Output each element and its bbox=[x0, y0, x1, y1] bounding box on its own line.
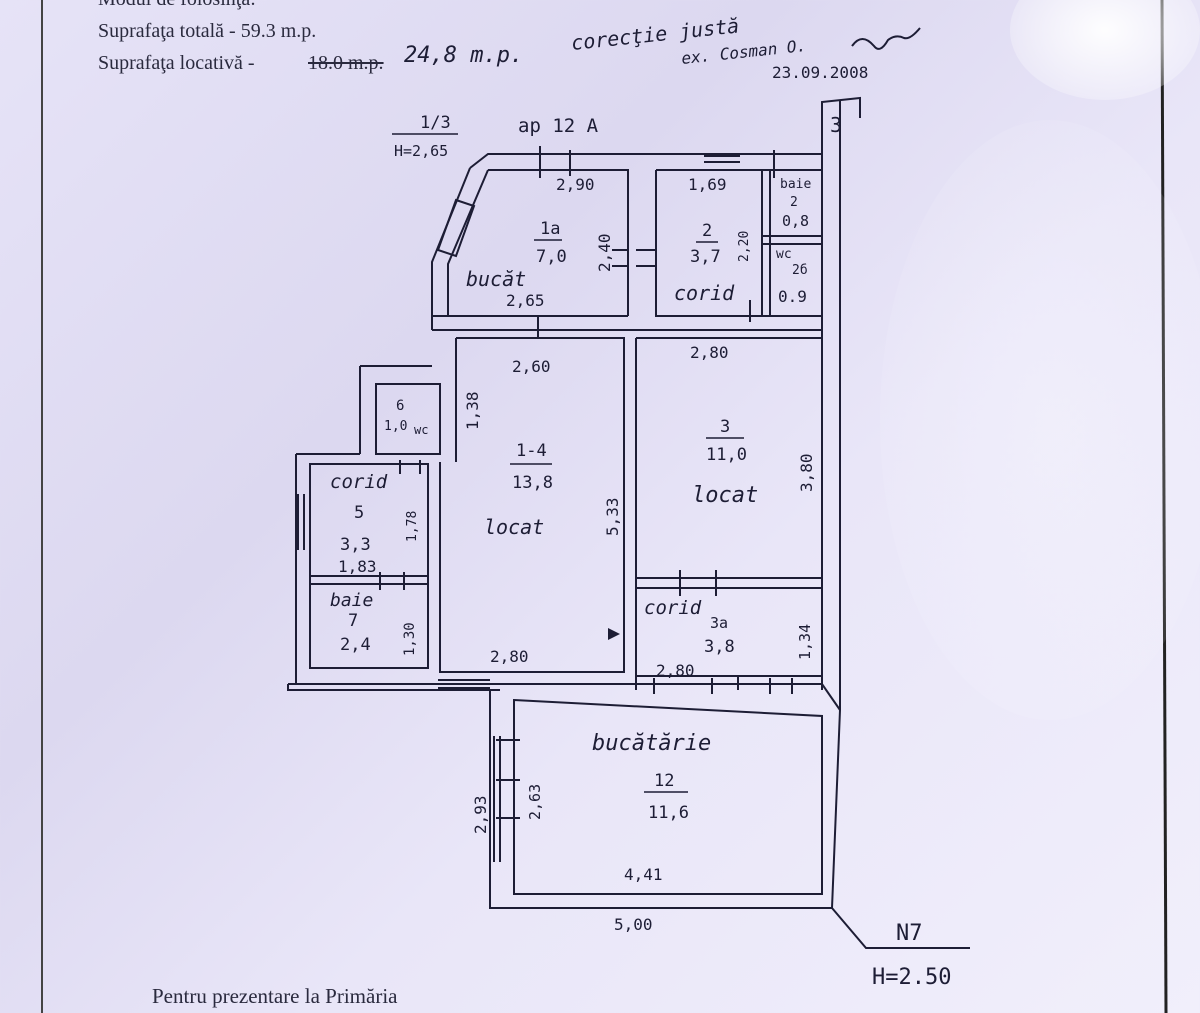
marker-top-left: 1/3 bbox=[420, 113, 451, 133]
wall-ticks bbox=[379, 146, 793, 819]
dim-280-bottom: 2,80 bbox=[490, 647, 529, 666]
room-3-number: 3 bbox=[720, 417, 730, 437]
room-7-number: 7 bbox=[348, 611, 358, 631]
room-3a-number: 3a bbox=[710, 614, 728, 632]
room-12-name: bucătărie bbox=[592, 731, 711, 756]
room-1a-number: 1a bbox=[540, 219, 560, 239]
marker-bottom-right: N7 bbox=[896, 921, 923, 946]
room-2b-area: 0.9 bbox=[778, 287, 807, 306]
room-2-bath-name: baie bbox=[780, 177, 811, 192]
room-3a-name: corid bbox=[644, 597, 702, 619]
dim-533: 5,33 bbox=[603, 497, 622, 536]
room-6-number: 6 bbox=[396, 398, 404, 414]
room-7-area: 2,4 bbox=[340, 635, 371, 655]
room-2-name: corid bbox=[674, 281, 735, 305]
windows bbox=[297, 155, 740, 862]
signature-scribble bbox=[851, 27, 921, 50]
door-arrow bbox=[608, 628, 620, 640]
room-2-bath-area: 0,8 bbox=[782, 212, 809, 230]
dim-260: 2,60 bbox=[512, 357, 551, 376]
room-6-area: 1,0 bbox=[384, 419, 407, 434]
dim-240: 2,40 bbox=[595, 233, 614, 272]
room-2-area: 3,7 bbox=[690, 247, 721, 267]
height-top-left: H=2,65 bbox=[394, 142, 448, 160]
room-1a-area: 7,0 bbox=[536, 247, 567, 267]
room-1-4-name: locat bbox=[484, 515, 544, 539]
room-2b-number: 2б bbox=[792, 263, 808, 278]
room-12-area: 11,6 bbox=[648, 803, 689, 823]
room-2-bath-number: 2 bbox=[790, 195, 798, 210]
dim-380: 3,80 bbox=[797, 453, 816, 492]
room-2b-name: wc bbox=[776, 247, 792, 262]
room-7-name: baie bbox=[330, 590, 373, 611]
room-6-name: wc bbox=[414, 423, 428, 437]
dim-263: 2,63 bbox=[526, 784, 544, 820]
dim-178: 1,78 bbox=[405, 511, 420, 542]
dim-500: 5,00 bbox=[614, 915, 653, 934]
dim-290: 2,90 bbox=[556, 175, 595, 194]
room-1a-name: bucăt bbox=[466, 267, 526, 291]
apartment-label: ap 12 A bbox=[518, 115, 599, 137]
height-bottom-right: H=2.50 bbox=[872, 965, 951, 990]
room-2-number: 2 bbox=[702, 221, 712, 241]
dim-280-corr: 2,80 bbox=[656, 661, 695, 680]
dim-441: 4,41 bbox=[624, 865, 663, 884]
room-5-area: 3,3 bbox=[340, 535, 371, 555]
correction-date: 23.09.2008 bbox=[772, 63, 868, 82]
dim-183: 1,83 bbox=[338, 557, 377, 576]
dim-138: 1,38 bbox=[463, 391, 482, 430]
footer-text: Pentru prezentare la Primăria bbox=[152, 984, 398, 1008]
room-12-number: 12 bbox=[654, 771, 674, 791]
dim-169: 1,69 bbox=[688, 175, 727, 194]
room-3-area: 11,0 bbox=[706, 445, 747, 465]
room-3a-area: 3,8 bbox=[704, 637, 735, 657]
dim-134: 1,34 bbox=[796, 624, 814, 660]
room-3-name: locat bbox=[692, 483, 758, 508]
dim-293: 2,93 bbox=[471, 795, 490, 834]
room-labels: 1a 7,0 bucăt 2 3,7 corid baie 2 0,8 wc 2… bbox=[330, 177, 811, 823]
outer-walls bbox=[287, 96, 970, 949]
dim-130: 1,30 bbox=[402, 622, 418, 656]
dimension-labels: 2,90 2,40 2,65 1,69 2,20 2,60 1,38 5,33 … bbox=[338, 175, 816, 934]
living-area-label: Suprafaţa locativă - bbox=[98, 52, 255, 74]
dim-265: 2,65 bbox=[506, 291, 545, 310]
dim-220: 2,20 bbox=[737, 231, 752, 262]
usage-line: Modul de folosinţă: bbox=[98, 0, 256, 11]
dim-280-top: 2,80 bbox=[690, 343, 729, 362]
room-1-4-area: 13,8 bbox=[512, 473, 553, 493]
room-5-name: corid bbox=[330, 471, 388, 493]
living-area-old-value: 18.0 m.p. bbox=[308, 52, 384, 74]
living-area-new-value: 24,8 m.p. bbox=[404, 43, 523, 68]
room-5-number: 5 bbox=[354, 503, 364, 523]
room-1-4-number: 1-4 bbox=[516, 441, 547, 461]
right-page-border bbox=[1160, 0, 1168, 1013]
total-area-line: Suprafaţa totală - 59.3 m.p. bbox=[98, 20, 317, 42]
